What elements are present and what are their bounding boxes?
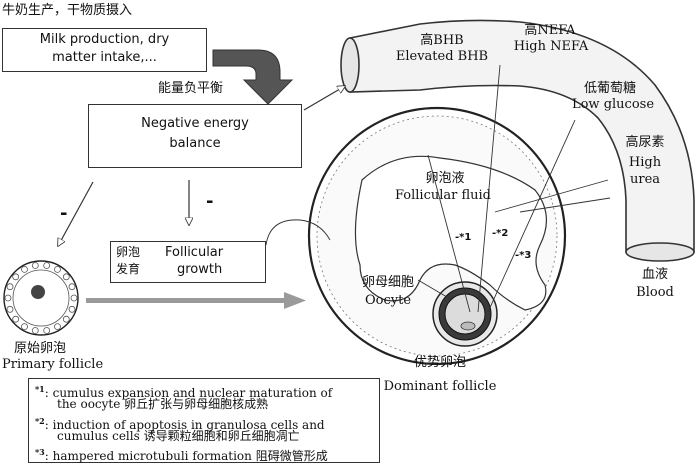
marker-1: -*1 — [455, 232, 472, 243]
milk-header-zh: 牛奶生产，干物质摄入 — [2, 3, 133, 18]
curved-arrow — [212, 49, 294, 105]
granulosa-cell — [54, 323, 61, 331]
granulosa-cell — [31, 262, 39, 269]
minus-primary: - — [60, 203, 68, 224]
oocyte-label-zh: 卵母细胞 — [361, 275, 414, 290]
primary-follicle-graphic — [3, 260, 79, 336]
footnote-2: *2: induction of apoptosis in granulosa … — [35, 416, 325, 432]
neb-label-zh: 能量负平衡 — [158, 81, 224, 96]
fluid-label-zh: 卵泡液 — [425, 171, 465, 186]
granulosa-cell — [31, 327, 39, 334]
bhb-label-zh: 高BHB — [420, 33, 464, 48]
growth-en2: growth — [177, 262, 223, 277]
footnote-2-mark: *2 — [35, 416, 45, 426]
glucose-label-en: Low glucose — [571, 97, 655, 112]
granulosa-cell — [70, 294, 78, 302]
granulosa-cell — [43, 262, 51, 269]
granulosa-cell — [21, 323, 28, 331]
fluid-label-en: Follicular fluid — [394, 188, 492, 203]
granulosa-cell — [12, 273, 20, 281]
granulosa-cell — [6, 283, 14, 291]
footnote-3-line1: hampered microtubuli formation 阻碍微管形成 — [52, 449, 328, 463]
granulosa-cell — [68, 283, 76, 291]
footnote-1-line1: cumulus expansion and nuclear maturation… — [52, 386, 333, 400]
follicular-growth-box: 卵泡 发育 Follicular growth — [110, 241, 266, 283]
granulosa-cell — [54, 265, 61, 273]
blood-label-zh: 血液 — [641, 267, 668, 282]
footnote-box: *1: cumulus expansion and nuclear matura… — [28, 378, 380, 463]
granulosa-cell — [68, 305, 76, 313]
granulosa-cell — [4, 294, 12, 302]
milk-production-box: Milk production, dry matter intake,... — [2, 28, 207, 72]
footnote-1-line2: the oocyte 卵丘扩张与卵母细胞核成熟 — [57, 397, 269, 411]
marker-2: -*2 — [492, 228, 509, 239]
oocyte-label-en: Oocyte — [364, 293, 412, 308]
milk-box-line2: matter intake,... — [52, 50, 157, 65]
urea-label-zh: 高尿素 — [625, 135, 665, 150]
primary-label-en: Primary follicle — [2, 357, 104, 372]
footnote-3-mark: *3 — [35, 447, 45, 457]
footnote-3: *3: hampered microtubuli formation 阻碍微管形… — [35, 447, 328, 463]
growth-link-line — [265, 219, 331, 246]
footnote-1-mark: *1 — [35, 384, 45, 394]
dominant-follicle-graphic — [307, 64, 611, 366]
growth-en1: Follicular — [165, 245, 224, 260]
dominant-label-en: Dominant follicle — [383, 379, 497, 394]
blood-vessel — [340, 19, 695, 262]
bhb-label-en: Elevated BHB — [395, 49, 489, 64]
development-arrow — [86, 292, 306, 309]
granulosa-cell — [62, 315, 70, 323]
primary-label-zh: 原始卵泡 — [14, 341, 67, 356]
granulosa-cell — [62, 273, 70, 281]
nefa-label-zh: 高NEFA — [524, 23, 576, 38]
blood-label-en: Blood — [636, 285, 674, 300]
hollow-arrows — [58, 86, 345, 246]
minus-growth: - — [206, 191, 214, 212]
glucose-label-zh: 低葡萄糖 — [583, 81, 636, 96]
dominant-label-zh: 优势卵泡 — [413, 355, 466, 370]
marker-3: -*3 — [515, 250, 532, 261]
neb-box-line1: Negative energy — [141, 116, 249, 131]
footnote-2-line2: cumulus cells 诱导颗粒细胞和卵丘细胞凋亡 — [57, 429, 300, 443]
nefa-label-en: High NEFA — [513, 39, 589, 54]
footnote-2-line1: induction of apoptosis in granulosa cell… — [52, 418, 325, 432]
granulosa-cell — [43, 327, 51, 334]
negative-energy-box: Negative energy balance — [88, 104, 302, 168]
growth-zh1: 卵泡 — [116, 245, 141, 259]
growth-zh2: 发育 — [116, 262, 141, 276]
granulosa-cell — [6, 305, 14, 313]
granulosa-cell — [21, 265, 28, 273]
granulosa-cell — [12, 315, 20, 323]
neb-box-line2: balance — [169, 136, 221, 151]
milk-box-line1: Milk production, dry — [39, 32, 170, 47]
urea-label-en2: urea — [629, 172, 661, 187]
footnote-1: *1: cumulus expansion and nuclear matura… — [35, 384, 333, 400]
urea-label-en1: High — [628, 155, 662, 170]
